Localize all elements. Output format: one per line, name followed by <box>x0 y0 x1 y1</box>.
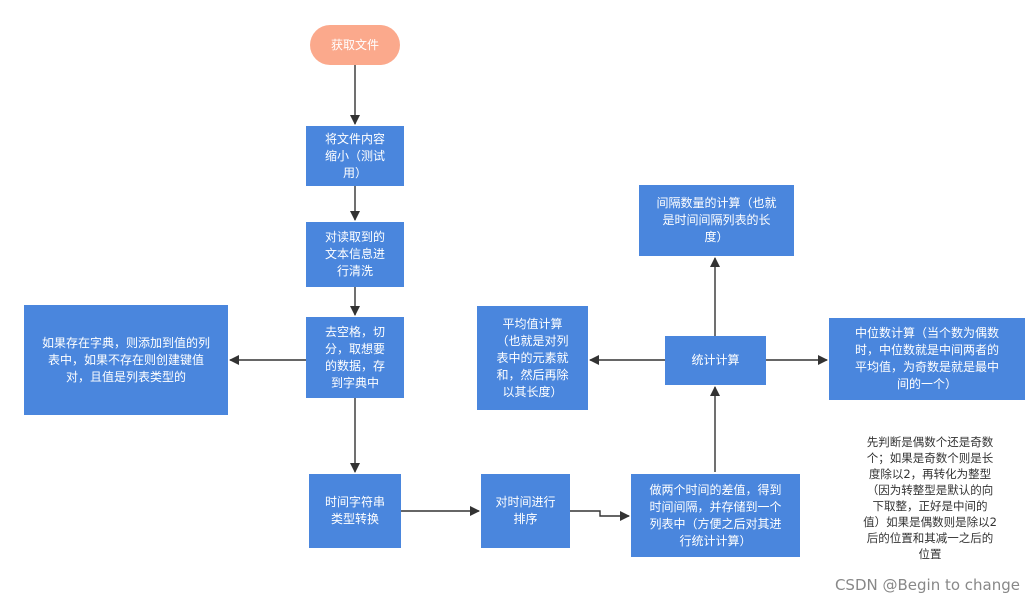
node-convert: 时间字符串 类型转换 <box>309 474 401 548</box>
node-mean: 平均值计算 （也就是对列 表中的元素就 和，然后再除 以其长度） <box>477 306 588 410</box>
median-explanation-note: 先判断是偶数个还是奇数 个；如果是奇数个则是长 度除以2，再转化为整型 （因为转… <box>863 435 997 561</box>
node-sort: 对时间进行 排序 <box>481 474 570 548</box>
node-count: 间隔数量的计算（也就 是时间间隔列表的长 度） <box>639 185 794 256</box>
edge-sort-to-diff <box>570 510 630 521</box>
node-diff: 做两个时间的差值，得到 时间间隔，并存储到一个 列表中（方便之后对其进 行统计计… <box>631 474 800 557</box>
node-start: 获取文件 <box>310 25 400 65</box>
node-clean: 对读取到的 文本信息进 行清洗 <box>306 222 404 287</box>
node-stats: 统计计算 <box>665 336 766 385</box>
watermark: CSDN @Begin to change <box>834 576 1020 594</box>
node-shrink: 将文件内容 缩小（测试 用） <box>306 126 404 186</box>
node-median: 中位数计算（当个数为偶数 时，中位数就是中间两者的 平均值，为奇数是就是最中 间… <box>829 318 1025 400</box>
node-extract: 去空格，切 分，取想要 的数据，存 到字典中 <box>306 317 404 398</box>
node-dict-rule: 如果存在字典，则添加到值的列 表中，如果不存在则创建键值 对，且值是列表类型的 <box>24 305 228 415</box>
